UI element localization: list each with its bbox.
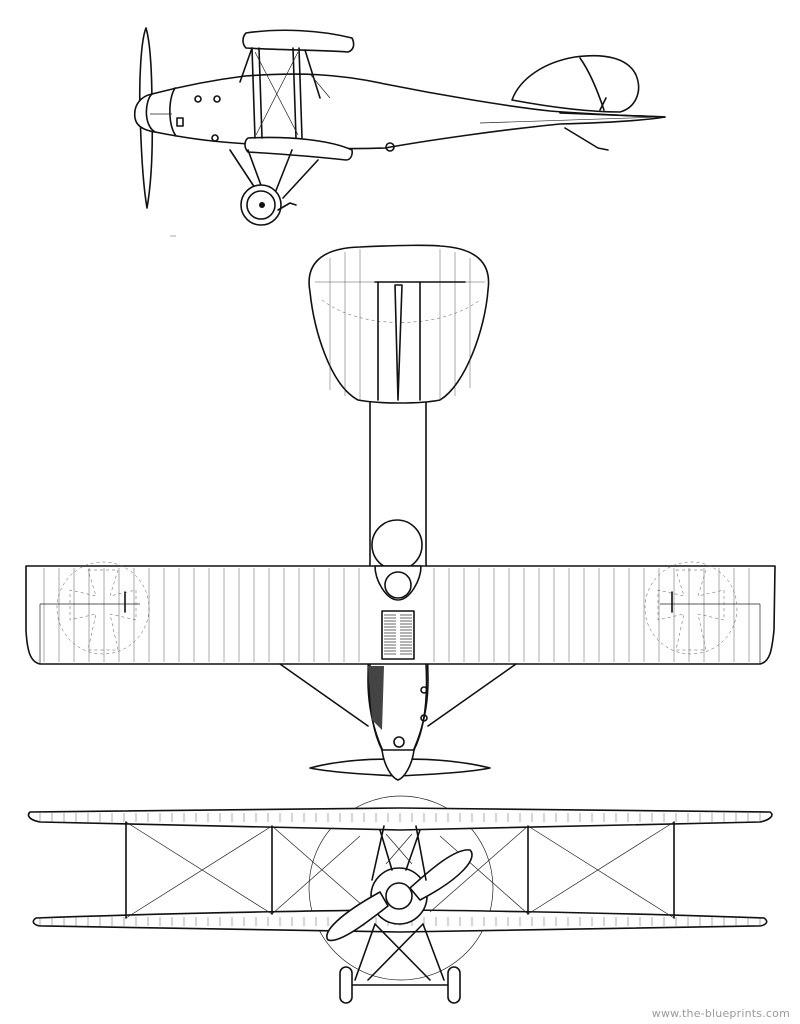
propeller-front — [409, 849, 473, 901]
watermark-text: www.the-blueprints.com — [651, 1007, 790, 1020]
cockpit — [371, 519, 423, 571]
insignia-left — [56, 561, 150, 655]
top-view — [25, 244, 776, 781]
insignia-right — [644, 561, 738, 655]
wheel-left — [339, 966, 353, 1004]
tail-fin — [511, 54, 640, 113]
upper-wing — [242, 29, 355, 53]
lower-wing — [244, 136, 353, 161]
front-view — [27, 795, 773, 1004]
propeller-disc — [308, 795, 494, 981]
side-view — [133, 27, 666, 226]
wheel-right — [447, 966, 461, 1004]
